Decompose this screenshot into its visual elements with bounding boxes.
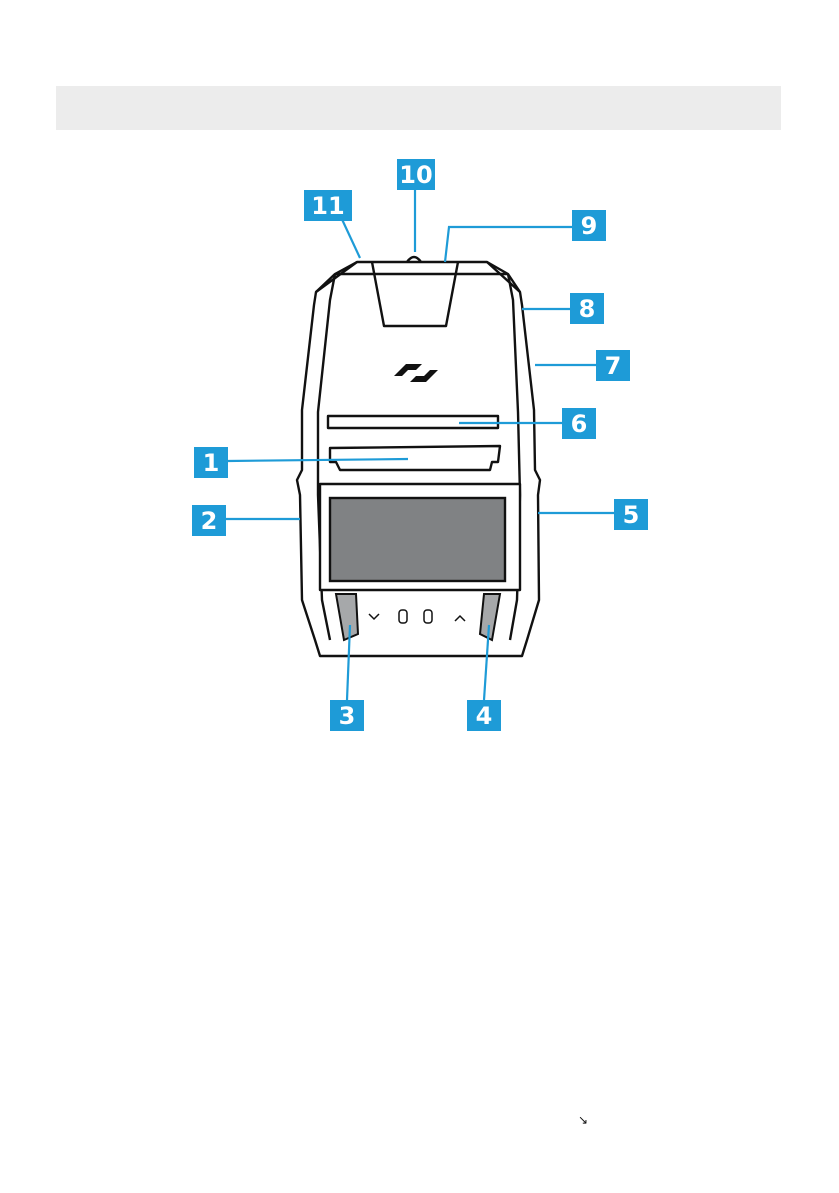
svg-text:6: 6 [571,410,588,438]
svg-text:11: 11 [311,192,344,220]
svg-text:3: 3 [339,702,356,730]
svg-text:10: 10 [399,161,432,189]
leader-9 [445,227,572,262]
callout-2: 2 [192,505,226,536]
callout-3: 3 [330,700,364,731]
svg-text:2: 2 [201,507,218,535]
arrow-down-right-icon: ↘ [578,1113,588,1127]
media-exit-slot [330,446,500,470]
svg-text:7: 7 [605,352,622,380]
svg-text:1: 1 [203,449,220,477]
callout-11: 11 [304,190,352,221]
callout-4: 4 [467,700,501,731]
svg-text:8: 8 [579,295,596,323]
callout-10: 10 [397,159,435,190]
lcd-display [330,498,505,581]
svg-text:9: 9 [581,212,598,240]
svg-text:4: 4 [476,702,493,730]
callout-1: 1 [194,447,228,478]
callout-5: 5 [614,499,648,530]
leader-11 [340,215,360,258]
svg-text:5: 5 [623,501,640,529]
callout-7: 7 [596,350,630,381]
callout-8: 8 [570,293,604,324]
callout-6: 6 [562,408,596,439]
callout-9: 9 [572,210,606,241]
